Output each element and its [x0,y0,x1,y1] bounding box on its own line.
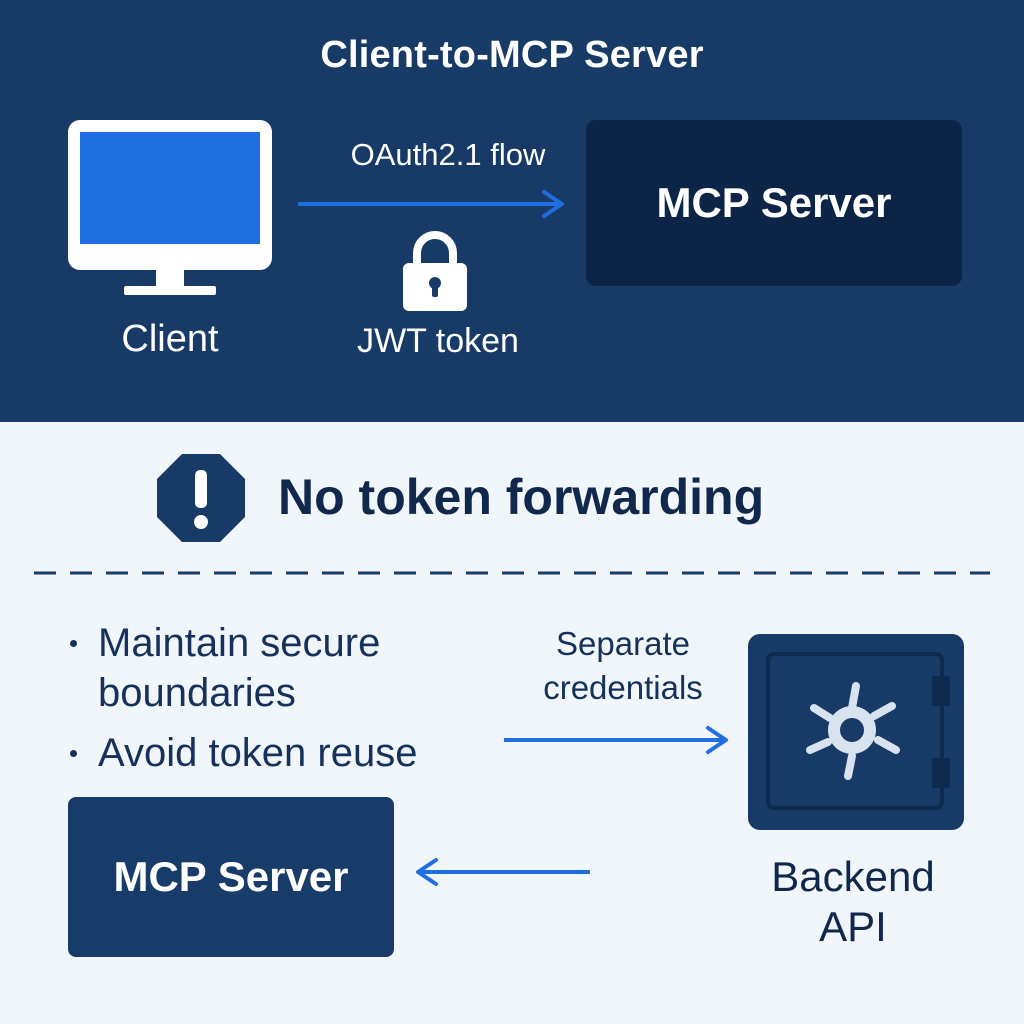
bullet-list: Maintain secure boundaries Avoid token r… [66,618,498,778]
list-item: Avoid token reuse [66,728,498,778]
arrow-right-icon [298,190,564,218]
monitor-icon [68,120,272,295]
mcp-server-box: MCP Server [68,797,394,957]
jwt-token-label: JWT token [357,322,519,360]
dashed-divider [34,571,990,575]
list-item: Maintain secure boundaries [66,618,498,718]
diagram-title: Client-to-MCP Server [320,34,704,76]
header-panel: Client-to-MCP Server Client OAuth2.1 flo… [0,0,1024,422]
lock-icon [403,231,467,311]
bullet-text: Avoid token reuse [98,731,418,775]
bullet-text: Maintain secure boundaries [98,621,381,715]
bullet-dot [70,750,77,757]
mcp-server-label: MCP Server [113,853,349,900]
backend-api-label: Backend API [771,853,935,950]
oauth-flow-label: OAuth2.1 flow [350,137,546,172]
mcp-server-box: MCP Server [586,120,962,286]
client-label: Client [121,318,219,360]
safe-vault-icon [748,634,964,830]
warning-octagon-icon [157,454,245,542]
mcp-server-label: MCP Server [656,179,892,226]
bullet-dot [70,640,77,647]
warning-text: No token forwarding [278,469,765,525]
separate-credentials-label: Separate credentials [543,625,703,706]
arrow-right-icon [504,726,728,754]
arrow-left-icon [416,858,590,886]
